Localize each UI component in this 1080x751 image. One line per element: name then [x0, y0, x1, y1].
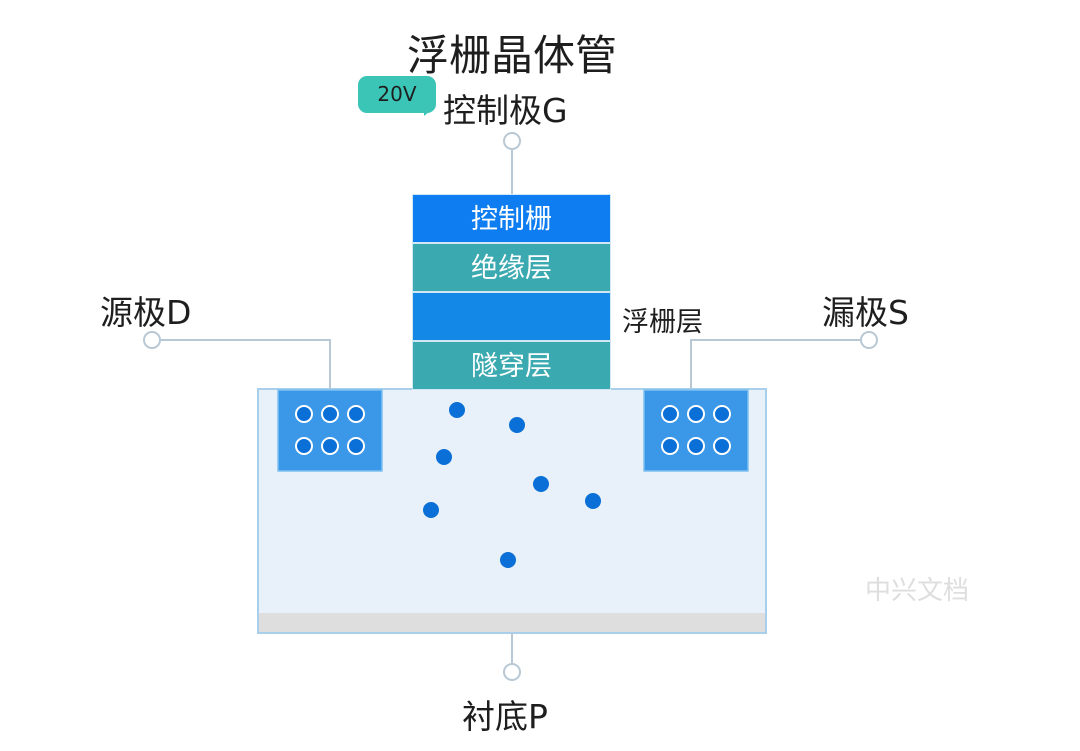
- well-electron: [661, 405, 679, 423]
- gate-voltage-bubble-tail: [424, 106, 436, 116]
- watermark: 中兴文档: [865, 576, 970, 606]
- gate-label: 控制极G: [443, 91, 568, 130]
- substrate-label: 衬底P: [462, 697, 548, 736]
- drain-well: [643, 389, 749, 472]
- well-holes: [295, 405, 731, 455]
- substrate-bottom-strip: [259, 613, 765, 632]
- insulation-layer: 绝缘层: [412, 243, 611, 292]
- free-electron: [423, 502, 439, 518]
- floating-gate-label: 浮栅层: [622, 307, 703, 338]
- free-electron: [436, 449, 452, 465]
- source-label: 源极D: [100, 293, 192, 332]
- floating-gate-layer: [412, 292, 611, 341]
- gate-voltage-bubble: 20V: [358, 76, 436, 113]
- free-electron: [533, 476, 549, 492]
- free-electrons: [423, 402, 601, 568]
- well-electron: [321, 405, 339, 423]
- free-electron: [509, 417, 525, 433]
- drain-label: 漏极S: [822, 293, 909, 332]
- drain-connector-line: [690, 339, 861, 389]
- well-electron: [321, 437, 339, 455]
- substrate-terminal: [503, 663, 521, 681]
- control-gate-layer: 控制栅: [412, 194, 611, 243]
- free-electron: [585, 493, 601, 509]
- well-electron: [295, 437, 313, 455]
- well-electron: [661, 437, 679, 455]
- well-electron: [347, 437, 365, 455]
- tunnel-layer: 隧穿层: [412, 341, 611, 390]
- free-electron: [500, 552, 516, 568]
- well-electron: [687, 437, 705, 455]
- source-terminal: [143, 331, 161, 349]
- well-electron: [713, 405, 731, 423]
- well-electron: [713, 437, 731, 455]
- drain-terminal: [860, 331, 878, 349]
- source-well: [277, 389, 383, 472]
- well-electron: [295, 405, 313, 423]
- well-electron: [347, 405, 365, 423]
- gate-terminal: [503, 132, 521, 150]
- page-title: 浮栅晶体管: [406, 31, 617, 80]
- well-electron: [687, 405, 705, 423]
- free-electron: [449, 402, 465, 418]
- source-connector-line: [160, 339, 331, 389]
